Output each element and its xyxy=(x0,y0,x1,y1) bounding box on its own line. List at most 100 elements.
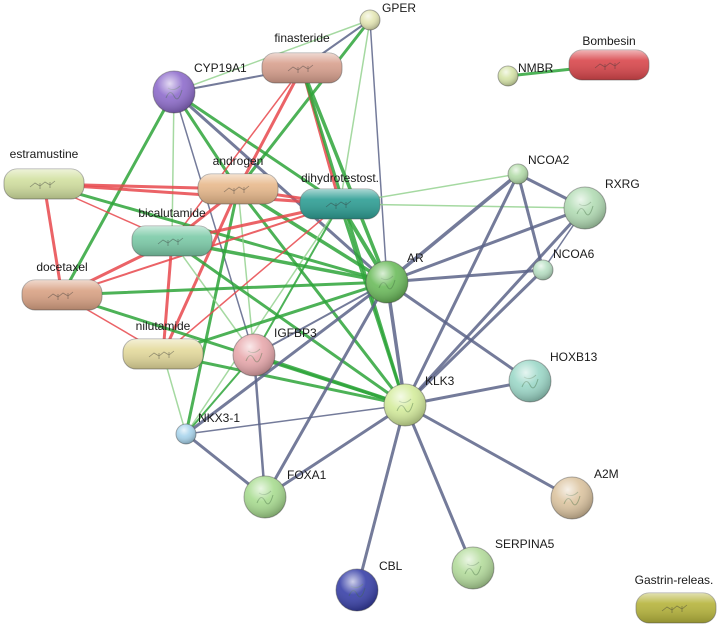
edge-androgen-nilutamide[interactable] xyxy=(161,187,240,356)
sphere-gloss xyxy=(336,569,378,611)
edge-ar-hoxb13[interactable] xyxy=(385,280,532,383)
edge-bicalutamide-nilutamide[interactable] xyxy=(161,239,174,356)
node-nilutamide[interactable]: nilutamide xyxy=(122,319,204,370)
node-a2m[interactable]: A2M xyxy=(550,467,619,520)
edge-klk3-ncoa6[interactable] xyxy=(403,268,545,407)
node-ar[interactable]: AR xyxy=(365,251,424,304)
node-nmbr[interactable]: NMBR xyxy=(497,61,554,87)
edge-estramustine-docetaxel[interactable] xyxy=(42,182,64,297)
node-label: GPER xyxy=(382,1,416,15)
edge-dihydrotestost-klk3[interactable] xyxy=(338,202,407,407)
node-estramustine[interactable]: estramustine xyxy=(3,147,85,200)
edge-igfbp3-foxa1[interactable] xyxy=(252,353,267,499)
sphere-gloss xyxy=(384,384,426,426)
edge-klk3-foxa1[interactable] xyxy=(263,403,407,499)
edge-finasteride-bicalutamide[interactable] xyxy=(171,67,303,242)
molecule-structure-icon xyxy=(157,237,184,246)
edge-klk3-a2m[interactable] xyxy=(403,403,574,500)
edge-estramustine-ar[interactable] xyxy=(42,182,389,284)
edge-androgen-klk3[interactable] xyxy=(236,187,407,407)
node-label: CYP19A1 xyxy=(194,61,247,75)
node-cbl[interactable]: CBL xyxy=(335,559,403,612)
edge-ar-foxa1[interactable] xyxy=(263,280,389,499)
sphere-gloss xyxy=(176,424,196,444)
edge-ncoa2-ncoa6[interactable] xyxy=(516,172,545,272)
node-nkx3-1[interactable]: NKX3-1 xyxy=(175,411,240,445)
edge-androgen-igfbp3[interactable] xyxy=(237,188,255,356)
node-label: estramustine xyxy=(10,147,79,161)
edge-nilutamide-ar[interactable] xyxy=(161,280,389,356)
edge-cyp19a1-igfbp3[interactable] xyxy=(173,91,255,356)
node-label: AR xyxy=(407,251,424,265)
edge-klk3-ncoa2[interactable] xyxy=(403,172,520,407)
node-docetaxel[interactable]: docetaxel xyxy=(21,260,103,311)
node-label: finasteride xyxy=(274,31,330,45)
node-bicalutamide[interactable]: bicalutamide xyxy=(131,206,213,257)
sphere-gloss xyxy=(244,476,286,518)
edge-cyp19a1-dihydrotestost[interactable] xyxy=(172,90,342,206)
node-ncoa6[interactable]: NCOA6 xyxy=(532,247,595,281)
sphere-gloss xyxy=(564,187,606,229)
edge-klk3-serpina5[interactable] xyxy=(403,403,475,570)
edge-dihydrotestost-rxrg[interactable] xyxy=(339,203,586,209)
edge-estramustine-dihydrotestost[interactable] xyxy=(42,182,342,206)
node-androgen[interactable]: androgen xyxy=(197,154,279,205)
edge-finasteride-ar[interactable] xyxy=(300,66,389,284)
edge-finasteride-androgen[interactable] xyxy=(236,66,304,191)
node-label: dihydrotestost. xyxy=(301,171,379,185)
sphere-gloss xyxy=(153,71,195,113)
pill-gloss xyxy=(569,50,649,80)
node-label: RXRG xyxy=(605,177,640,191)
molecule-structure-icon xyxy=(148,350,175,359)
node-label: CBL xyxy=(379,559,403,573)
edge-gper-ar[interactable] xyxy=(369,19,388,283)
pill-gloss xyxy=(262,53,342,83)
molecule-structure-icon xyxy=(325,200,352,209)
molecule-structure-icon xyxy=(223,185,250,194)
pill-gloss xyxy=(300,189,380,219)
edge-docetaxel-ar[interactable] xyxy=(60,280,389,297)
edge-cyp19a1-bicalutamide[interactable] xyxy=(171,91,175,242)
sphere-gloss xyxy=(452,547,494,589)
edge-bicalutamide-igfbp3[interactable] xyxy=(171,240,255,356)
node-igfbp3[interactable]: IGFBP3 xyxy=(232,326,317,377)
node-foxa1[interactable]: FOXA1 xyxy=(243,468,327,519)
node-klk3[interactable]: KLK3 xyxy=(383,374,455,427)
node-label: NKX3-1 xyxy=(198,411,240,425)
node-dihydrotestost[interactable]: dihydrotestost. xyxy=(299,171,381,220)
edge-cyp19a1-docetaxel[interactable] xyxy=(60,90,176,297)
edge-dihydrotestost-nilutamide[interactable] xyxy=(162,203,341,355)
edge-igfbp3-ar[interactable] xyxy=(253,281,388,356)
edge-dihydrotestost-igfbp3[interactable] xyxy=(253,203,341,356)
node-label: NCOA6 xyxy=(553,247,595,261)
node-gper[interactable]: GPER xyxy=(359,1,416,31)
edge-ar-nkx3-1[interactable] xyxy=(184,280,389,436)
sphere-gloss xyxy=(508,164,528,184)
node-label: FOXA1 xyxy=(287,468,327,482)
node-hoxb13[interactable]: HOXB13 xyxy=(508,350,598,403)
edge-nilutamide-klk3[interactable] xyxy=(161,352,407,407)
node-rxrg[interactable]: RXRG xyxy=(563,177,640,230)
node-label: A2M xyxy=(594,467,619,481)
edge-ar-rxrg[interactable] xyxy=(385,206,587,284)
node-cyp19a1[interactable]: CYP19A1 xyxy=(152,61,247,114)
edge-dihydrotestost-nkx3-1[interactable] xyxy=(185,203,341,435)
node-label: androgen xyxy=(213,154,264,168)
node-finasteride[interactable]: finasteride xyxy=(261,31,343,84)
edge-klk3-hoxb13[interactable] xyxy=(403,379,532,407)
edge-cyp19a1-ar[interactable] xyxy=(172,90,389,284)
node-bombesin[interactable]: Bombesin xyxy=(568,34,650,81)
edge-bicalutamide-klk3[interactable] xyxy=(170,239,407,407)
node-serpina5[interactable]: SERPINA5 xyxy=(451,537,555,590)
edge-klk3-cbl[interactable] xyxy=(355,403,407,592)
node-ncoa2[interactable]: NCOA2 xyxy=(507,153,570,185)
node-label: NCOA2 xyxy=(528,153,570,167)
edge-ar-ncoa6[interactable] xyxy=(385,268,545,284)
edge-klk3-nkx3-1[interactable] xyxy=(185,404,406,435)
edge-igfbp3-klk3[interactable] xyxy=(252,353,407,407)
node-gastrin-releas[interactable]: Gastrin-releas. xyxy=(635,573,717,624)
sphere-gloss xyxy=(533,260,553,280)
edge-gper-androgen[interactable] xyxy=(236,18,372,191)
edge-klk3-rxrg[interactable] xyxy=(403,206,587,407)
edge-ar-ncoa2[interactable] xyxy=(385,172,520,284)
